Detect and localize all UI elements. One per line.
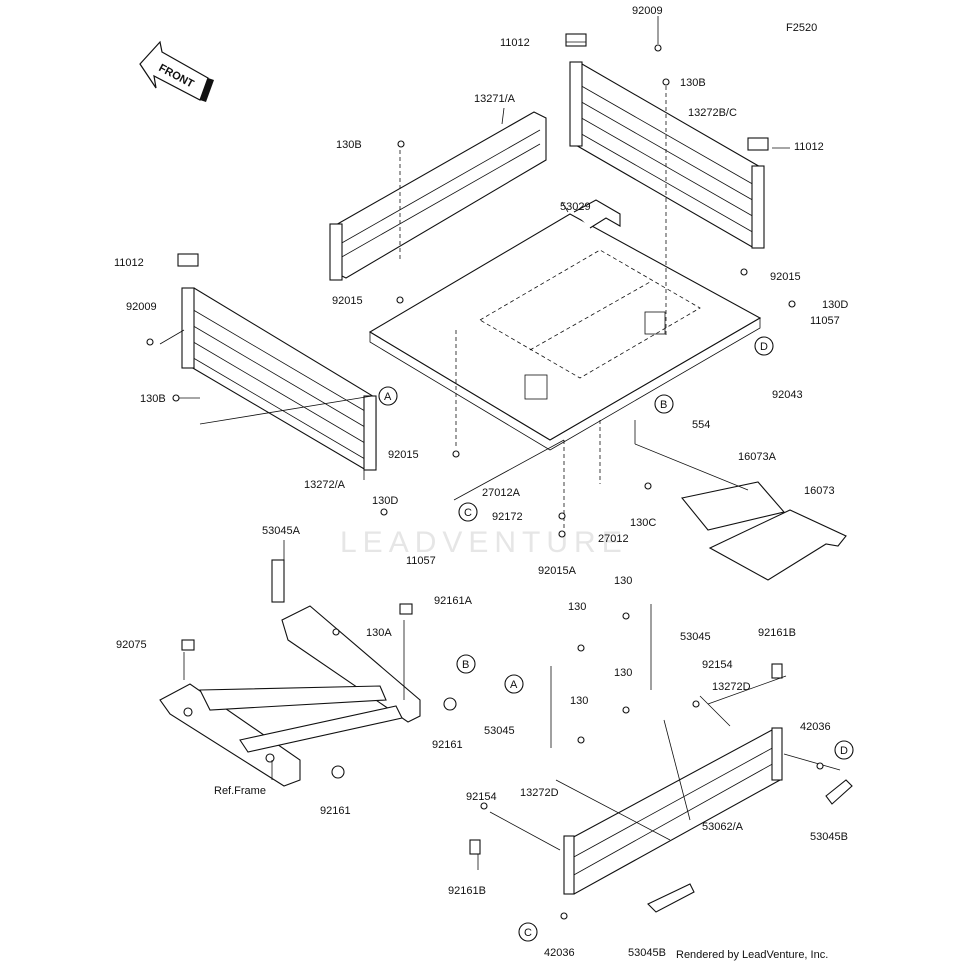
part-label: 11012: [500, 37, 530, 49]
part-label: 92015A: [538, 565, 577, 577]
part-label: 130: [614, 575, 632, 587]
mat-16073a: [681, 481, 786, 531]
part-labels: 92009 11012 130B 13272B/C 11012 13271/A …: [114, 5, 848, 959]
part-label: 11057: [406, 555, 436, 567]
part-label: 92075: [116, 639, 147, 651]
part-label: 42036: [544, 947, 575, 959]
part-label: 92161: [320, 805, 351, 817]
part-label: 13272/A: [304, 479, 346, 491]
part-label: 92154: [702, 659, 733, 671]
part-label: 53045: [484, 725, 515, 737]
part-label: 92015: [388, 449, 419, 461]
callout-c: C: [524, 927, 532, 939]
part-label: 130B: [680, 77, 706, 89]
part-label: 13272D: [520, 787, 559, 799]
callout-b: B: [660, 399, 667, 411]
left-side-panel: [181, 287, 377, 471]
mat-16073: [708, 509, 847, 581]
part-label: 92154: [466, 791, 497, 803]
part-label: 130A: [366, 627, 392, 639]
callout-c: C: [464, 507, 472, 519]
part-label: 92015: [770, 271, 801, 283]
part-label: 13271/A: [474, 93, 516, 105]
part-label: 130: [568, 601, 586, 613]
part-label: 11057: [810, 315, 840, 327]
part-label: 53062/A: [702, 821, 744, 833]
front-arrow-icon: FRONT: [139, 40, 214, 102]
callout-a: A: [384, 391, 392, 403]
part-label: 130D: [372, 495, 398, 507]
part-label: 130: [570, 695, 588, 707]
render-credit: Rendered by LeadVenture, Inc.: [676, 949, 828, 961]
part-label: 53045B: [628, 947, 666, 959]
part-label: 92015: [332, 295, 363, 307]
part-label: 53045B: [810, 831, 848, 843]
hardware: [146, 44, 824, 920]
part-label: 13272B/C: [688, 107, 737, 119]
part-label: 11012: [114, 257, 144, 269]
part-label: 130C: [630, 517, 656, 529]
part-label: 130D: [822, 299, 848, 311]
part-label: 27012: [598, 533, 629, 545]
bed-floor: [368, 199, 762, 451]
part-label: 92172: [492, 511, 523, 523]
callout-b: B: [462, 659, 469, 671]
part-label: 92161B: [448, 885, 486, 897]
part-label: 554: [692, 419, 710, 431]
part-label: 92043: [772, 389, 803, 401]
front-panel: [329, 111, 547, 281]
part-label: 130B: [140, 393, 166, 405]
callout-d: D: [840, 745, 848, 757]
part-label: 92161: [432, 739, 463, 751]
part-label: 92161A: [434, 595, 473, 607]
end-cap: [177, 253, 199, 267]
part-label: 92009: [632, 5, 663, 17]
part-label: 13272D: [712, 681, 751, 693]
part-label: 42036: [800, 721, 831, 733]
part-label: 92161B: [758, 627, 796, 639]
watermark: LEADVENTURE: [340, 526, 628, 559]
right-side-panel: [569, 61, 765, 249]
part-label: 53045: [680, 631, 711, 643]
diagram-code: F2520: [786, 22, 817, 34]
part-label: 11012: [794, 141, 824, 153]
part-label: 27012A: [482, 487, 521, 499]
callout-d: D: [760, 341, 768, 353]
part-label: 16073: [804, 485, 835, 497]
callout-markers: A B C D A B C D: [378, 336, 854, 942]
part-label: 130: [614, 667, 632, 679]
part-label: 92009: [126, 301, 157, 313]
leader-lines: [159, 16, 841, 870]
part-label: 53029: [560, 201, 591, 213]
end-cap: [747, 137, 769, 151]
frame: [159, 559, 457, 787]
part-label: 53045A: [262, 525, 301, 537]
part-label: 130B: [336, 139, 362, 151]
part-label: 16073A: [738, 451, 777, 463]
tailgate: [469, 663, 853, 913]
part-label: Ref.Frame: [214, 785, 266, 797]
end-cap: [565, 33, 587, 47]
callout-a: A: [510, 679, 518, 691]
